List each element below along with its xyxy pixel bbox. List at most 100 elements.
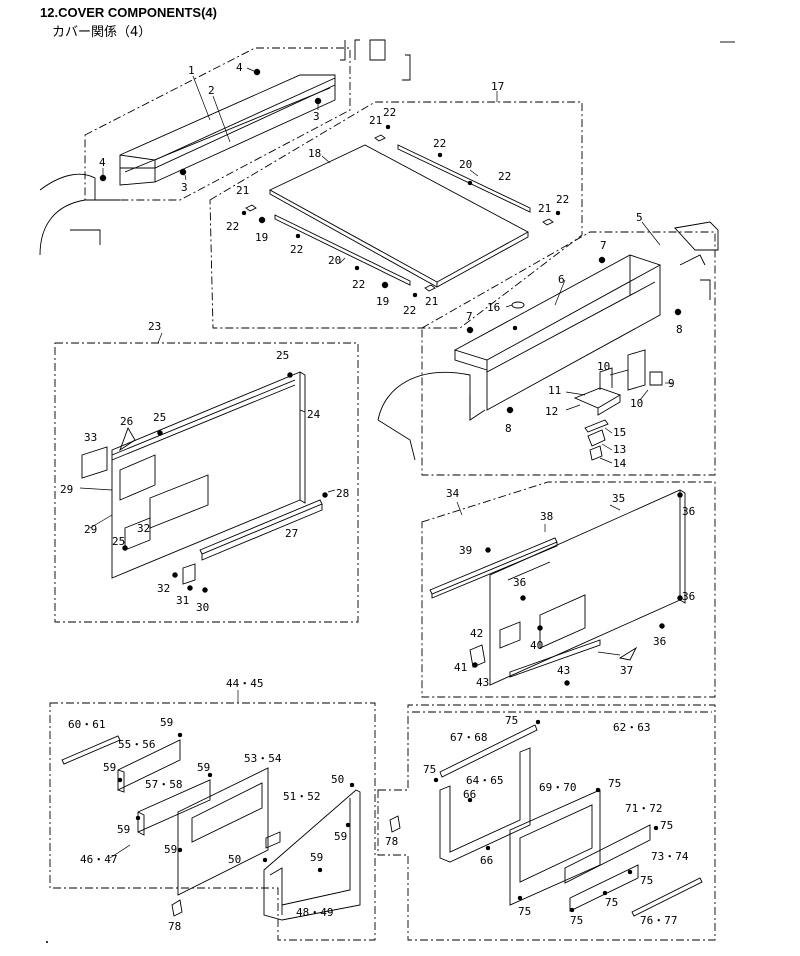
label-60-61: 60・61 (68, 718, 106, 731)
label-8: 8 (505, 422, 512, 435)
label-57-58: 57・58 (145, 778, 183, 791)
label-24: 24 (307, 408, 321, 421)
label-59: 59 (334, 830, 347, 843)
label-71-72: 71・72 (625, 802, 663, 815)
label-28: 28 (336, 487, 349, 500)
label-27: 27 (285, 527, 298, 540)
label-18: 18 (308, 147, 321, 160)
label-22: 22 (352, 278, 365, 291)
label-53-54: 53・54 (244, 752, 282, 765)
label-75: 75 (660, 819, 673, 832)
label-38: 38 (540, 510, 553, 523)
label-73-74: 73・74 (651, 850, 689, 863)
label-75: 75 (570, 914, 583, 927)
group-panel-17 (209, 91, 583, 329)
label-4: 4 (236, 61, 243, 74)
label-41: 41 (454, 661, 467, 674)
label-69-70: 69・70 (539, 781, 577, 794)
label-35: 35 (612, 492, 625, 505)
label-19: 19 (376, 295, 389, 308)
label-42: 42 (470, 627, 483, 640)
label-36: 36 (653, 635, 666, 648)
label-7: 7 (466, 310, 473, 323)
label-14: 14 (613, 457, 627, 470)
group-panel-23 (54, 332, 359, 623)
label-59: 59 (197, 761, 210, 774)
label-33: 33 (84, 431, 97, 444)
label-36: 36 (682, 590, 695, 603)
label-25: 25 (153, 411, 166, 424)
label-59: 59 (164, 843, 177, 856)
label-59: 59 (310, 851, 323, 864)
label-22: 22 (556, 193, 569, 206)
label-46-47: 46・47 (80, 853, 118, 866)
label-39: 39 (459, 544, 472, 557)
label-76-77: 76・77 (640, 914, 678, 927)
label-32: 32 (137, 522, 150, 535)
label-22: 22 (383, 106, 396, 119)
label-21: 21 (538, 202, 551, 215)
label-23: 23 (148, 320, 161, 333)
label-32: 32 (157, 582, 170, 595)
label-22: 22 (498, 170, 511, 183)
label-22: 22 (226, 220, 239, 233)
label-2: 2 (208, 84, 215, 97)
label-36: 36 (513, 576, 526, 589)
label-67-68: 67・68 (450, 731, 488, 744)
label-48-49: 48・49 (296, 906, 334, 919)
label-50: 50 (331, 773, 344, 786)
label-75: 75 (423, 763, 436, 776)
label-75: 75 (640, 874, 653, 887)
label-50: 50 (228, 853, 241, 866)
label-22: 22 (290, 243, 303, 256)
label-3: 3 (313, 110, 320, 123)
label-15: 15 (613, 426, 626, 439)
label-21: 21 (425, 295, 438, 308)
group-cover-62 (377, 704, 716, 941)
label-66: 66 (463, 788, 476, 801)
label-29: 29 (84, 523, 97, 536)
label-75: 75 (518, 905, 531, 918)
label-34: 34 (446, 487, 460, 500)
label-78: 78 (385, 835, 398, 848)
label-66: 66 (480, 854, 493, 867)
label-44-45: 44・45 (226, 677, 264, 690)
label-20: 20 (328, 254, 341, 267)
group-panel-34 (421, 481, 716, 698)
group-cover-44 (49, 690, 376, 941)
label-59: 59 (103, 761, 116, 774)
label-10: 10 (597, 360, 610, 373)
label-26: 26 (120, 415, 133, 428)
label-21: 21 (236, 184, 249, 197)
label-40: 40 (530, 639, 543, 652)
label-43: 43 (476, 676, 489, 689)
label-75: 75 (608, 777, 621, 790)
label-59: 59 (160, 716, 173, 729)
label-78: 78 (168, 920, 181, 933)
label-37: 37 (620, 664, 633, 677)
label-22: 22 (403, 304, 416, 317)
group-cover-1 (39, 39, 735, 256)
label-30: 30 (196, 601, 209, 614)
page-title: 12.COVER COMPONENTS(4) (40, 5, 217, 20)
label-16: 16 (487, 301, 500, 314)
label-9: 9 (668, 377, 675, 390)
label-59: 59 (117, 823, 130, 836)
label-11: 11 (548, 384, 561, 397)
label-25: 25 (112, 535, 125, 548)
label-64-65: 64・65 (466, 774, 504, 787)
label-43: 43 (557, 664, 570, 677)
label-36: 36 (682, 505, 695, 518)
label-29: 29 (60, 483, 73, 496)
label-17: 17 (491, 80, 504, 93)
label-31: 31 (176, 594, 189, 607)
label-75: 75 (505, 714, 518, 727)
label-1: 1 (188, 64, 195, 77)
label-5: 5 (636, 211, 643, 224)
label-55-56: 55・56 (118, 738, 156, 751)
label-10: 10 (630, 397, 643, 410)
label-62-63: 62・63 (613, 721, 651, 734)
label-6: 6 (558, 273, 565, 286)
label-7: 7 (600, 239, 607, 252)
